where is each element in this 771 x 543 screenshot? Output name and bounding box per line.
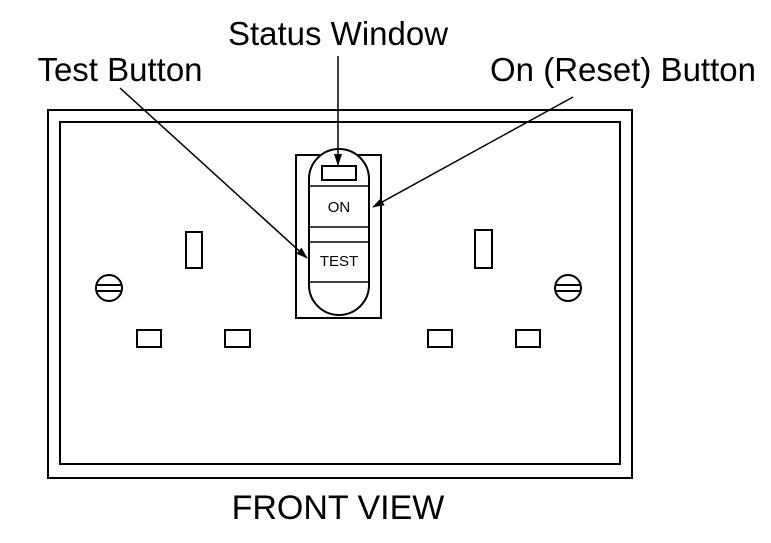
status-window bbox=[321, 165, 357, 181]
on-reset-button-pointer bbox=[372, 96, 574, 208]
test-button-pointer bbox=[119, 87, 308, 259]
rcd-switch-body bbox=[308, 148, 370, 316]
faceplate-outer bbox=[47, 109, 633, 479]
left-neutral-slot bbox=[136, 329, 162, 348]
right-screw bbox=[554, 274, 582, 302]
left-screw bbox=[95, 274, 123, 302]
front-view-caption: FRONT VIEW bbox=[232, 489, 445, 527]
test-button-callout-label: Test Button bbox=[37, 51, 202, 88]
right-earth-slot bbox=[474, 229, 493, 269]
faceplate-inner bbox=[59, 121, 621, 465]
left-earth-slot bbox=[185, 231, 203, 269]
right-neutral-slot bbox=[427, 329, 453, 348]
status-window-label: Status Window bbox=[228, 15, 448, 52]
on-reset-button-callout-label: On (Reset) Button bbox=[490, 51, 756, 88]
on-button-label: ON bbox=[328, 199, 351, 216]
left-live-slot bbox=[224, 329, 251, 348]
right-live-slot bbox=[515, 329, 541, 348]
test-button-label: TEST bbox=[320, 253, 358, 270]
